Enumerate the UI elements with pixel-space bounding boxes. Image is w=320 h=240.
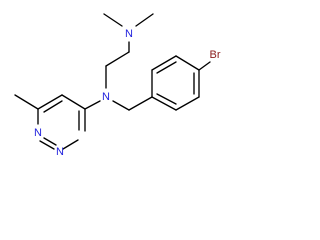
bond-ring-double-3	[156, 93, 177, 105]
bond-chain-middle	[105, 51, 130, 67]
bond-ring-e	[175, 96, 200, 111]
atom-br: Br	[210, 49, 221, 61]
bond-ring-double-1	[156, 61, 177, 74]
bond-pyr-f	[61, 94, 86, 110]
bond-ring-f	[151, 96, 177, 111]
bond-pyr-c	[39, 140, 55, 150]
bond-methyl-right	[135, 13, 154, 27]
bond-methyl-left	[103, 13, 123, 27]
bond-ring-b	[151, 55, 177, 71]
bond-pyr-e	[37, 94, 63, 110]
ethylene-chain	[105, 51, 130, 89]
bond-ring-to-br	[198, 61, 211, 71]
bond-amine-to-benzyl	[112, 100, 130, 111]
bond-amine-to-ring	[84, 100, 101, 110]
structure-canvas: N N Br	[14, 13, 221, 158]
bromophenyl-group: Br	[128, 49, 221, 111]
atom-n-dimethyl: N	[125, 28, 133, 40]
bond-ring-c	[175, 55, 200, 71]
bond-pyr-b	[62, 139, 79, 150]
methylpyrimidine-group: N N	[14, 94, 86, 158]
atom-n-ring-lower: N	[56, 146, 64, 158]
dimethylamino-group: N	[103, 13, 154, 53]
bond-pyr-double-2	[43, 100, 63, 113]
bond-pyr-methyl	[14, 94, 39, 110]
central-amine: N	[84, 91, 130, 111]
bond-pyr-double-3	[43, 137, 57, 146]
atom-n-amine: N	[102, 91, 110, 103]
atom-n-ring-upper: N	[34, 127, 42, 139]
bond-benzyl-ch2	[128, 96, 153, 111]
chemical-structure: N N Br	[14, 13, 221, 158]
